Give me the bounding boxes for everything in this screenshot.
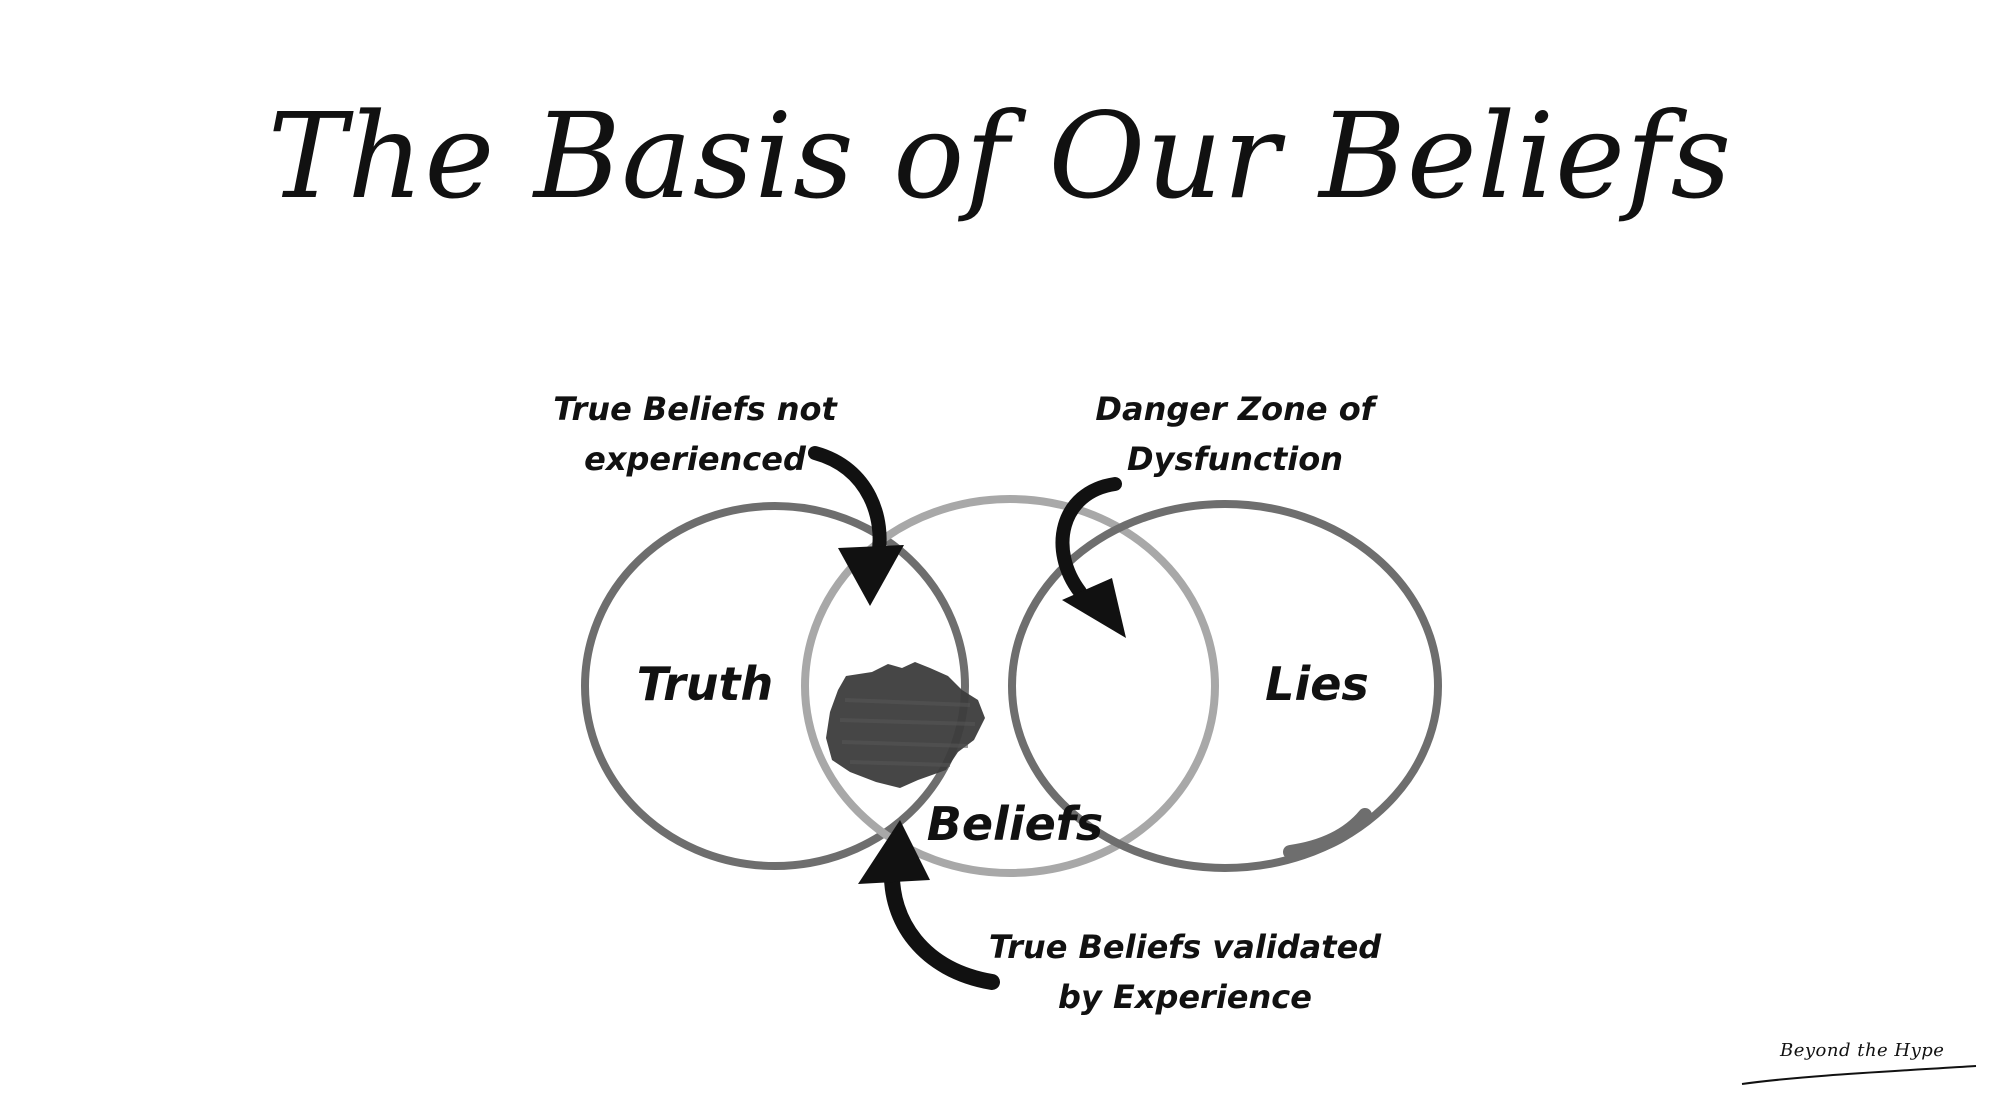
annotation-danger-zone-line1: Danger Zone of (1095, 390, 1378, 428)
annotation-true-not-experienced-line1: True Beliefs not (553, 390, 838, 428)
overlap-smudge-texture (839, 698, 976, 767)
annotation-validated-line2: by Experience (1058, 978, 1312, 1016)
annotation-validated-line1: True Beliefs validated (989, 928, 1382, 966)
truth-label: Truth (637, 657, 774, 711)
page-title: The Basis of Our Beliefs (267, 87, 1733, 225)
truth-circle (581, 502, 969, 870)
overlap-smudge (826, 662, 985, 788)
annotation-danger-zone-line2: Dysfunction (1127, 440, 1343, 478)
annotation-true-not-experienced-line2: experienced (584, 440, 807, 478)
beliefs-circle (801, 495, 1219, 877)
lies-circle (1008, 500, 1442, 872)
arrow-true-not-experienced (808, 446, 904, 606)
lies-brush-stroke (1283, 808, 1372, 859)
logo-underline-icon (1741, 1065, 1977, 1085)
brand-logo: Beyond the Hype (1740, 1032, 1980, 1092)
beliefs-label: Beliefs (927, 797, 1103, 851)
lies-label: Lies (1265, 657, 1369, 711)
brand-logo-text: Beyond the Hype (1780, 1040, 1945, 1061)
arrow-validated (858, 820, 1000, 990)
arrow-danger-zone (1055, 477, 1126, 638)
